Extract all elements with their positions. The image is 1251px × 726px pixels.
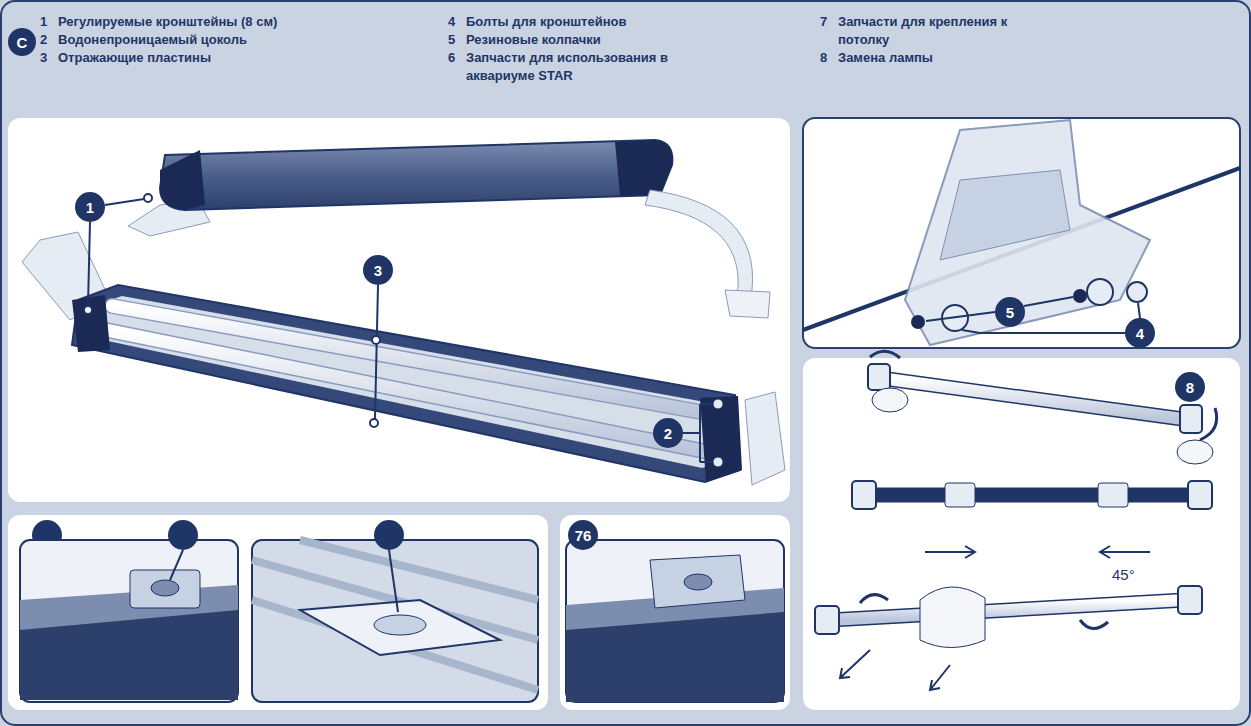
callout-number: 4 [1125,318,1155,348]
part-name: Резиновые колпачки [466,31,806,49]
callout-number: 8 [1175,372,1205,402]
part-name: Регулируемые кронштейны (8 см) [58,13,438,31]
part-name: Болты для кронштейнов [466,13,806,31]
legend-number: 1 [40,13,47,31]
legend-number: 7 [820,13,827,31]
part-name: Запчасти для использования в аквариуме S… [466,49,701,85]
legend-number: 2 [40,31,47,49]
legend-number: 4 [448,13,455,31]
callout-number: 76 [568,520,598,550]
part-name: Водонепроницаемый цоколь [58,31,438,49]
part-name: Запчасти для крепления к потолку [838,13,1028,49]
legend-number: 6 [448,49,455,67]
section-letter: C [8,28,36,56]
callout-number: 1 [75,192,105,222]
legend-number: 5 [448,31,455,49]
callout-number: 5 [995,297,1025,327]
callout-number: 3 [363,255,393,285]
part-name: Замена лампы [838,49,1138,67]
legend-number: 3 [40,49,47,67]
legend-number: 8 [820,49,827,67]
angle-label: 45° [1112,566,1135,584]
part-name: Отражающие пластины [58,49,438,67]
callout-number: 2 [653,418,683,448]
